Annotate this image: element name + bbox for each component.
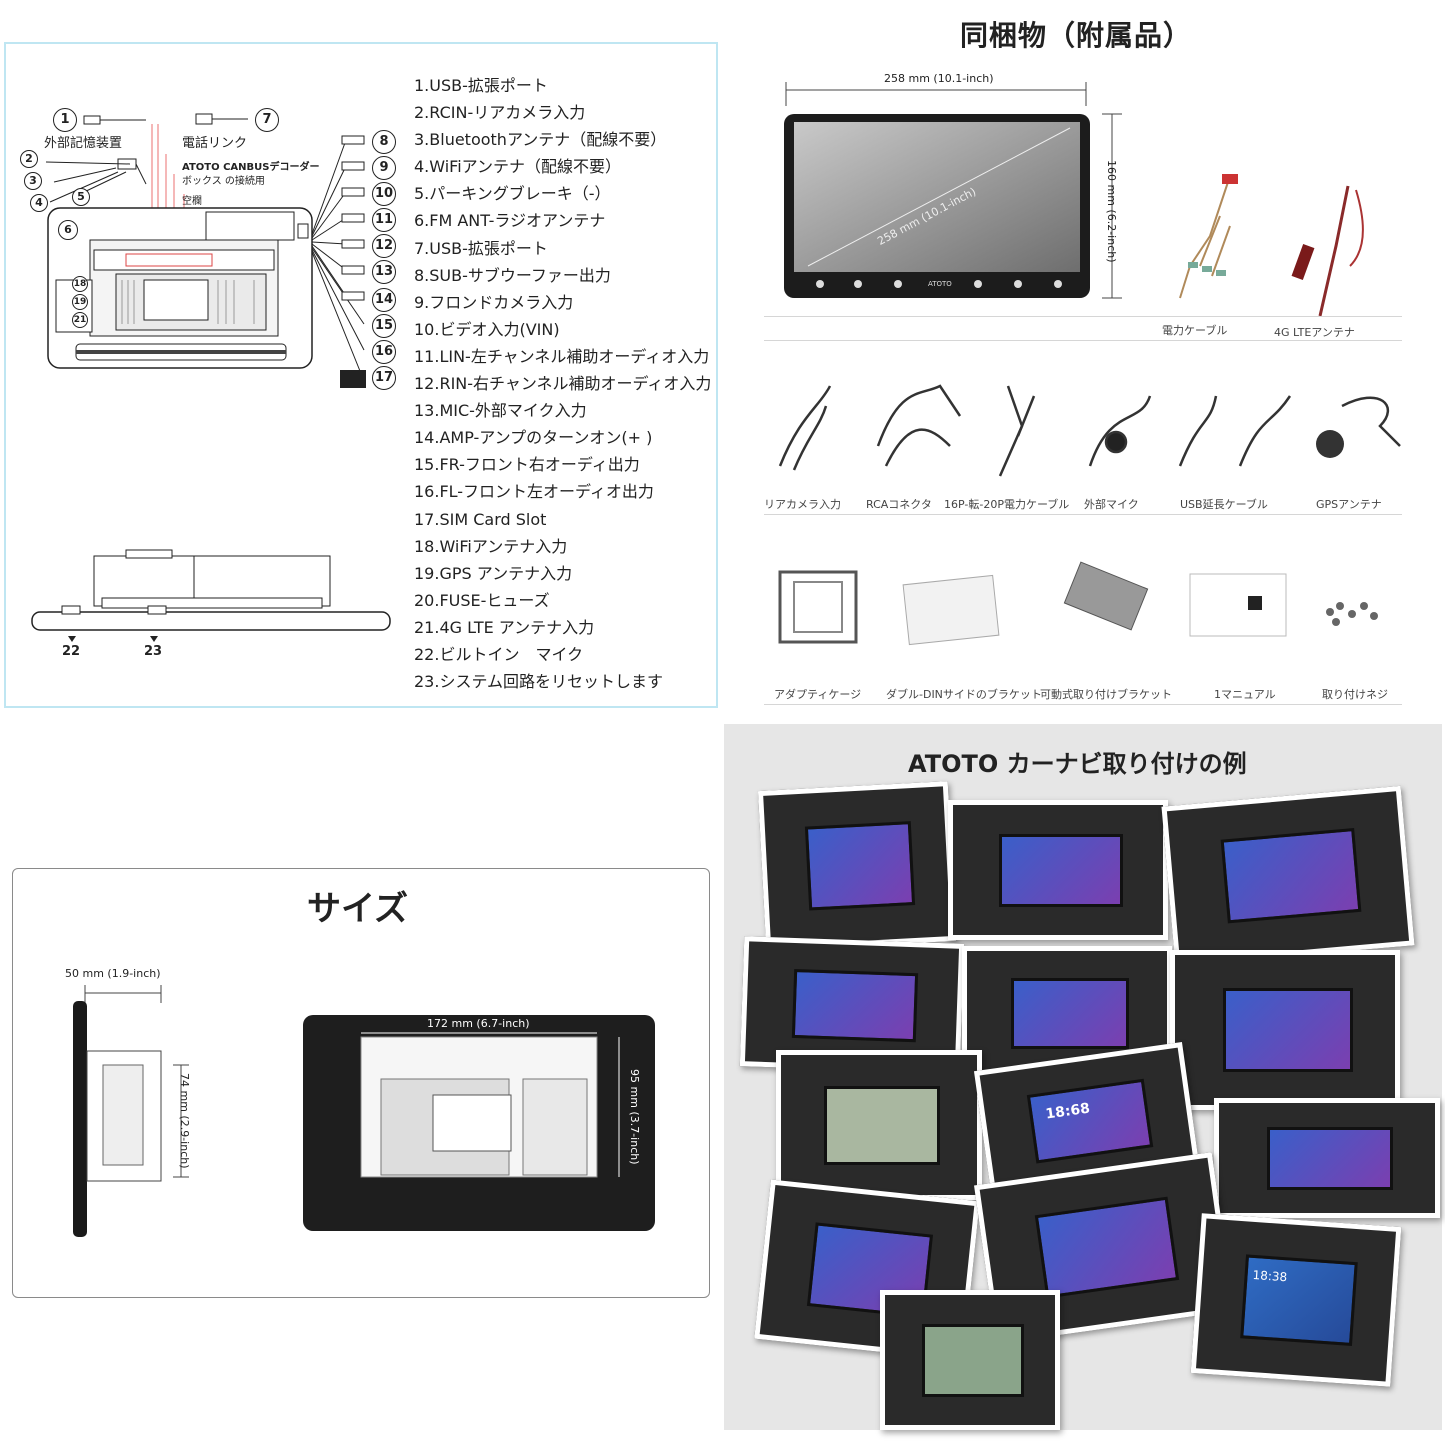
port-item: 12.RIN-右チャンネル補助オーディオ入力 — [414, 374, 712, 394]
accessory-caption: ダブル-DINサイドのブラケット — [886, 688, 1042, 701]
divider — [764, 340, 1402, 341]
screen-width-dimension: 258 mm (10.1-inch) — [884, 72, 994, 85]
installations-title: ATOTO カーナビ取り付けの例 — [908, 750, 1247, 778]
side-height-dimension: 74 mm (2.9-inch) — [178, 1073, 191, 1169]
install-photo — [1214, 1098, 1440, 1218]
port-item: 22.ビルトイン マイク — [414, 644, 584, 664]
empty-slot-label: 空欄 — [182, 196, 202, 207]
accessories-title: 同梱物（附属品） — [960, 19, 1193, 52]
port-item: 4.WiFiアンテナ（配線不要） — [414, 157, 622, 177]
port-item: 16.FL-フロント左オーディオ出力 — [414, 482, 654, 502]
back-width-dimension: 172 mm (6.7-inch) — [427, 1017, 530, 1030]
install-photo — [1161, 785, 1415, 967]
port-item: 9.フロンドカメラ入力 — [414, 292, 574, 312]
port-item: 11.LIN-左チャンネル補助オーディオ入力 — [414, 346, 710, 366]
install-photo — [776, 1050, 982, 1200]
callout-circle: 9 — [372, 156, 396, 180]
port-item: 10.ビデオ入力(VIN) — [414, 319, 560, 339]
wiring-diagram-drawing — [31, 113, 391, 642]
callout-circle: 2 — [20, 150, 38, 168]
callout-circle: 17 — [372, 366, 396, 390]
accessory-caption: 1マニュアル — [1214, 688, 1276, 701]
port-item: 8.SUB-サブウーファー出力 — [414, 265, 611, 285]
callout-circle: 19 — [72, 294, 88, 310]
callout-circle: 18 — [72, 276, 88, 292]
screen-height-dimension: 160 mm (6.2-inch) — [1105, 160, 1118, 263]
accessory-caption: USB延長ケーブル — [1180, 498, 1268, 511]
callout-circle: 8 — [372, 130, 396, 154]
install-photo: 18:38 — [1190, 1213, 1402, 1387]
bottom-number: 22 — [62, 644, 81, 659]
port-item: 18.WiFiアンテナ入力 — [414, 536, 568, 556]
port-item: 2.RCIN-リアカメラ入力 — [414, 103, 586, 123]
callout-circle: 14 — [372, 288, 396, 312]
depth-dimension: 50 mm (1.9-inch) — [65, 967, 161, 980]
phone-link-label: 電話リンク — [182, 136, 248, 151]
divider — [764, 514, 1402, 515]
port-list: 1.USB-拡張ポート 2.RCIN-リアカメラ入力 3.Bluetoothアン… — [414, 72, 711, 695]
accessory-caption: 可動式取り付けブラケット — [1040, 688, 1172, 701]
callout-circle: 15 — [372, 314, 396, 338]
screen-brand: ATOTO — [928, 280, 952, 288]
port-item: 6.FM ANT-ラジオアンテナ — [414, 211, 606, 231]
install-photo — [880, 1290, 1060, 1430]
canbus-label: ATOTO CANBUSデコーダー — [182, 162, 320, 173]
accessories-drawing — [778, 82, 1401, 646]
callout-circle: 6 — [58, 220, 78, 240]
install-photo — [757, 781, 957, 951]
install-photo — [1170, 950, 1400, 1110]
bottom-number: 23 — [144, 644, 163, 659]
divider — [764, 316, 1402, 317]
callout-circle: 10 — [372, 182, 396, 206]
port-item: 13.MIC-外部マイク入力 — [414, 401, 587, 421]
accessory-caption: 16P-転-20P電力ケーブル — [944, 498, 1070, 511]
port-item: 21.4G LTE アンテナ入力 — [414, 617, 595, 637]
port-item: 7.USB-拡張ポート — [414, 238, 548, 258]
port-item: 14.AMP-アンプのターンオン(+ ) — [414, 428, 653, 448]
port-item: 3.Bluetoothアンテナ（配線不要） — [414, 130, 667, 150]
external-storage-label: 外部記憶装置 — [44, 136, 123, 151]
callout-circle: 1 — [53, 108, 77, 132]
port-item: 1.USB-拡張ポート — [414, 76, 548, 95]
port-item: 17.SIM Card Slot — [414, 509, 547, 529]
accessory-caption: 4G LTEアンテナ — [1274, 326, 1355, 339]
port-item: 20.FUSE-ヒューズ — [414, 590, 550, 610]
accessory-caption: RCAコネクタ — [866, 498, 932, 511]
accessory-caption: アダプティケージ — [774, 688, 862, 701]
callout-circle: 11 — [372, 208, 396, 232]
port-item: 15.FR-フロント右オーディ出力 — [414, 455, 640, 475]
callout-circle: 5 — [72, 188, 90, 206]
accessory-caption: 電力ケーブル — [1162, 324, 1228, 337]
callout-circle: 7 — [255, 108, 279, 132]
install-photo — [948, 800, 1168, 940]
port-item: 23.システム回路をリセットします — [414, 672, 663, 692]
callout-circle: 4 — [30, 194, 48, 212]
port-item: 19.GPS アンテナ入力 — [414, 563, 573, 583]
accessory-caption: GPSアンテナ — [1316, 498, 1382, 511]
callout-circle: 12 — [372, 234, 396, 258]
port-item: 5.パーキングブレーキ（-） — [414, 184, 611, 204]
size-drawing — [73, 985, 655, 1237]
wiring-diagram-panel: 1 7 2 3 4 5 6 18 19 21 8 9 10 11 12 13 1… — [4, 42, 718, 708]
callout-circle: 21 — [72, 312, 88, 328]
back-height-dimension: 95 mm (3.7-inch) — [628, 1069, 641, 1165]
size-panel: サイズ 50 mm (1.9-inch) 74 mm (2.9-inch) 17… — [12, 868, 710, 1298]
accessory-caption: 外部マイク — [1084, 498, 1139, 511]
accessory-caption: 取り付けネジ — [1322, 688, 1388, 701]
callout-circle: 16 — [372, 340, 396, 364]
canbus-label-2: ボックス の接続用 — [182, 176, 265, 187]
size-title: サイズ — [307, 889, 408, 929]
callout-circle: 3 — [24, 172, 42, 190]
divider — [764, 704, 1402, 705]
install-clock: 18:38 — [1252, 1267, 1288, 1285]
accessory-caption: リアカメラ入力 — [764, 498, 841, 511]
callout-circle: 13 — [372, 260, 396, 284]
